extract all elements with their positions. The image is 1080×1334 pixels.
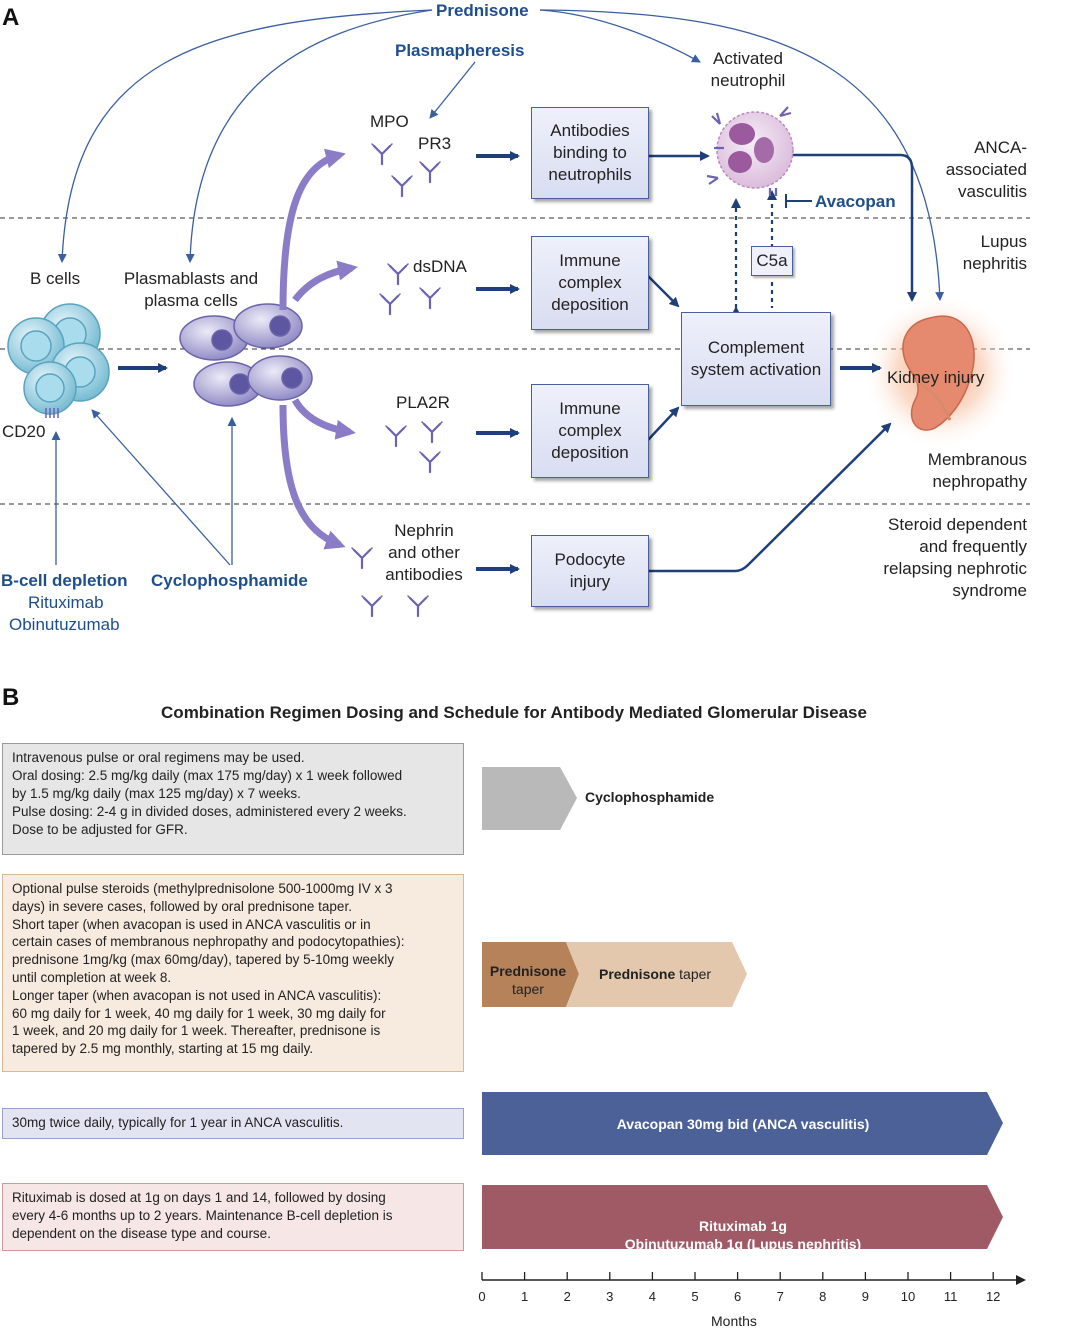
prednisone-arrows (57, 9, 945, 301)
steroid-note: Optional pulse steroids (methylprednisol… (2, 874, 464, 1072)
antibody-production-arrows (279, 148, 358, 550)
immune-complex-box-2: Immune complex deposition (531, 384, 649, 478)
neutrophil-icon (706, 106, 794, 196)
axis-tick-label: 1 (520, 1289, 529, 1304)
axis-arrowhead (1016, 1275, 1026, 1285)
podocyte-injury-box: Podocyte injury (531, 535, 649, 607)
kidney-icon (902, 315, 975, 431)
cyclophosphamide-note: Intravenous pulse or oral regimens may b… (2, 743, 464, 855)
prednisone-long-label: Prednisone taper (599, 966, 712, 982)
rituximab-bar (482, 1185, 1003, 1249)
axis-tick-label: 11 (943, 1289, 958, 1304)
axis-tick-label: 9 (861, 1289, 869, 1304)
pathway-diagram (0, 9, 1030, 618)
mpo-label: MPO (370, 112, 409, 131)
panel-b-letter: B (2, 684, 20, 711)
axis-tick-label: 3 (606, 1289, 614, 1304)
prednisone-short-label: Prednisone taper (489, 963, 567, 997)
axis-tick-label: 6 (733, 1289, 742, 1304)
axis-tick-label: 4 (648, 1289, 656, 1304)
axis-tick-label: 10 (900, 1289, 916, 1304)
rituximab-note: Rituximab is dosed at 1g on days 1 and 1… (2, 1183, 464, 1251)
cyclophosphamide-label: Cyclophosphamide (151, 571, 308, 590)
prednisone-label: Prednisone (436, 1, 529, 20)
cyclophosphamide-bar-label: Cyclophosphamide (585, 789, 715, 805)
avacopan-bar-label: Avacopan 30mg bid (ANCA vasculitis) (616, 1116, 870, 1132)
kidney-injury-label: Kidney injury (887, 368, 985, 387)
rituximab-label: Rituximab (28, 593, 104, 612)
row-dividers (0, 217, 1030, 505)
inhibition-arrows (51, 409, 237, 566)
axis-label: Months (711, 1313, 757, 1329)
panel-a-letter: A (2, 4, 20, 31)
prednisone-long-taper-bar (566, 942, 747, 1007)
pathway-connectors (647, 151, 917, 573)
cyclophosphamide-bar (482, 767, 577, 830)
avacopan-label: Avacopan (815, 192, 896, 211)
antigen-to-box-arrows (476, 151, 520, 574)
pla2r-label: PLA2R (396, 393, 450, 412)
axis-tick-label: 0 (478, 1289, 486, 1304)
plasma-cells-icon (179, 303, 313, 407)
axis-tick-label: 5 (691, 1289, 699, 1304)
prednisone-short-taper-bar (482, 942, 579, 1007)
antibodies-binding-box: Antibodies binding to neutrophils (531, 107, 649, 199)
pr3-label: PR3 (418, 134, 452, 153)
b-cells-label: B cells (30, 269, 81, 288)
dsdna-label: dsDNA (413, 257, 467, 276)
avacopan-note: 30mg twice daily, typically for 1 year i… (2, 1108, 464, 1139)
plasmapheresis-label: Plasmapheresis (395, 41, 525, 60)
c5a-arrows (731, 190, 777, 316)
immune-complex-box-1: Immune complex deposition (531, 236, 649, 330)
axis-tick-label: 2 (563, 1289, 571, 1304)
schedule-chart (481, 767, 1026, 1285)
c5a-box: C5a (751, 246, 793, 276)
axis-tick-label: 7 (776, 1289, 784, 1304)
b-cell-depletion-label: B-cell depletion (1, 571, 128, 590)
obinutuzumab-label: Obinutuzumab (9, 615, 120, 634)
axis-tick-label: 8 (819, 1289, 827, 1304)
axis-tick-label: 12 (985, 1289, 1001, 1304)
complement-activation-box: Complement system activation (681, 312, 831, 406)
avacopan-bar (482, 1092, 1003, 1155)
avacopan-inhibitor (785, 194, 812, 208)
axis-ticks (481, 1272, 994, 1280)
panel-b-title: Combination Regimen Dosing and Schedule … (161, 703, 867, 722)
b-cells-icon (7, 303, 110, 418)
cd20-label: CD20 (2, 422, 46, 441)
